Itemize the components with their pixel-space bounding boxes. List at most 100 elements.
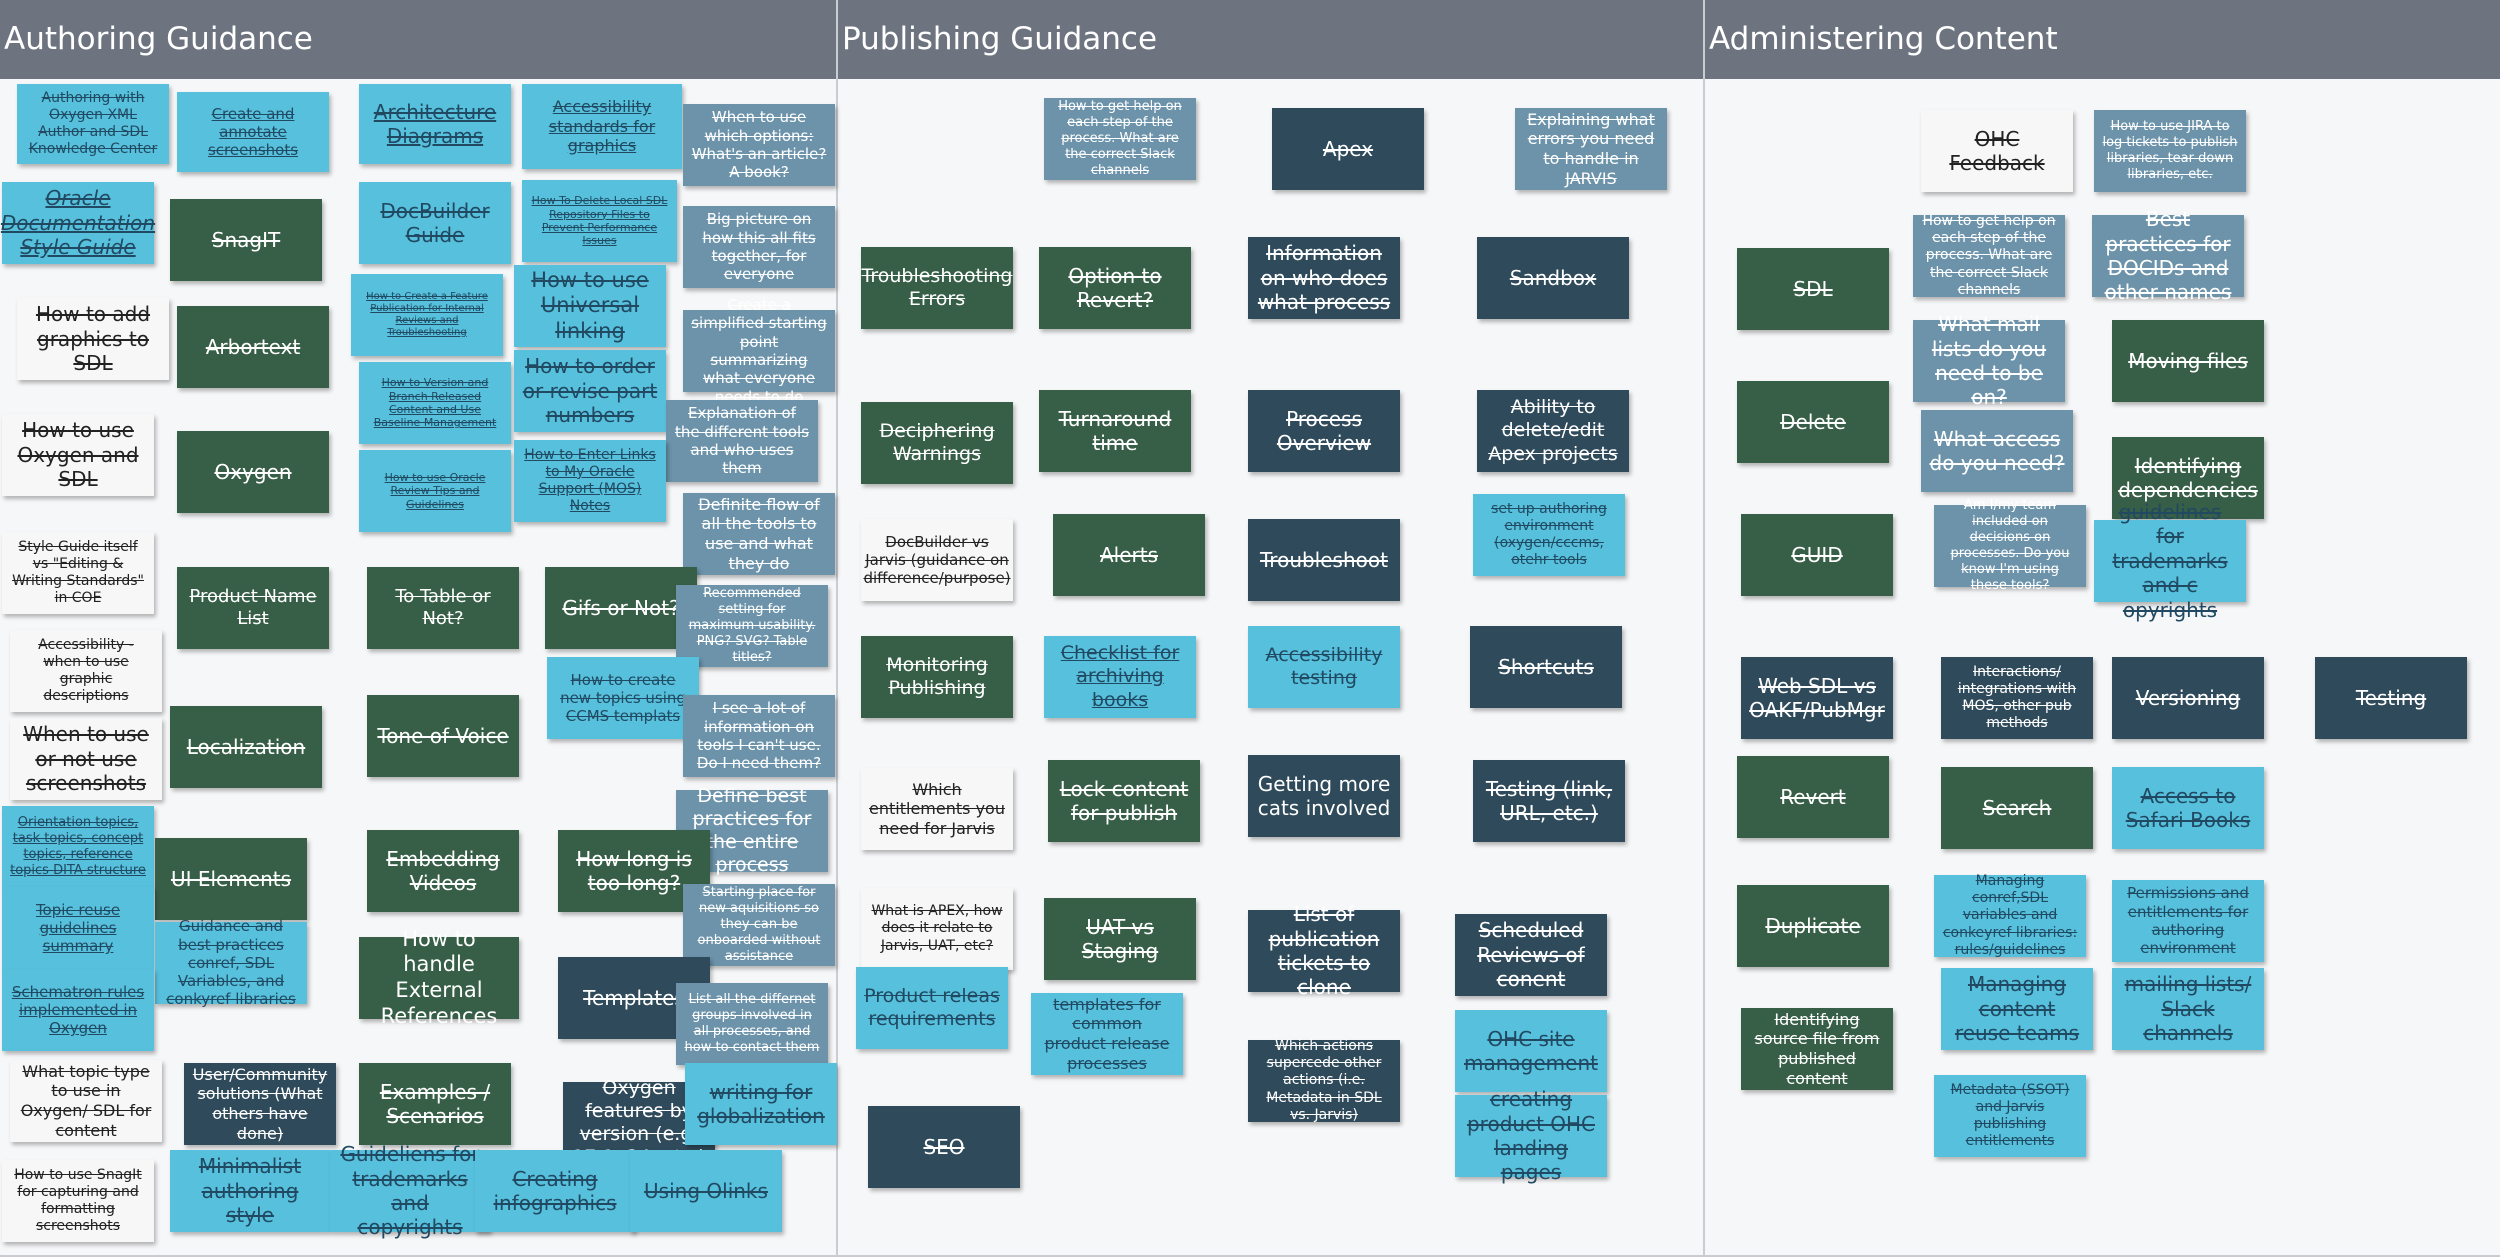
sticky-note[interactable]: Getting more cats involved <box>1248 755 1400 837</box>
sticky-note[interactable]: Arbortext <box>177 306 329 388</box>
sticky-note[interactable]: SDL <box>1737 248 1889 330</box>
sticky-note[interactable]: Delete <box>1737 381 1889 463</box>
sticky-note[interactable]: Managing content reuse teams <box>1941 968 2093 1050</box>
sticky-note[interactable]: Definite flow of all the tools to use an… <box>683 493 835 575</box>
sticky-note[interactable]: Embedding Videos <box>367 830 519 912</box>
sticky-note[interactable]: How to order or revise part numbers <box>514 350 666 432</box>
sticky-note[interactable]: List all the differnet groups involved i… <box>676 983 828 1065</box>
sticky-note[interactable]: How to use SnagIt for capturing and form… <box>2 1160 154 1242</box>
sticky-note[interactable]: How to add graphics to SDL <box>17 298 169 380</box>
sticky-note[interactable]: OHC Feedback <box>1921 110 2073 192</box>
sticky-note[interactable]: Authoring with Oxygen XML Author and SDL… <box>17 84 169 164</box>
sticky-note[interactable]: How To Delete Local SDL Repository Files… <box>522 180 677 262</box>
sticky-note[interactable]: Testing (link, URL, etc.) <box>1473 760 1625 842</box>
sticky-note[interactable]: Apex <box>1272 108 1424 190</box>
sticky-note[interactable]: Troubleshooting Errors <box>861 247 1013 329</box>
sticky-note[interactable]: Starting place for new aquisitions so th… <box>683 884 835 966</box>
sticky-note[interactable]: templates for common product release pro… <box>1031 993 1183 1075</box>
sticky-note[interactable]: Scheduled Reviews of conent <box>1455 914 1607 996</box>
sticky-note[interactable]: Process Overview <box>1248 390 1400 472</box>
sticky-note[interactable]: How to Version and Branch Released Conte… <box>359 362 511 444</box>
sticky-note[interactable]: How to Create a Feature Publication for … <box>351 274 503 356</box>
sticky-note[interactable]: Big picture on how this all fits togethe… <box>683 206 835 288</box>
sticky-note[interactable]: When to use which options: What's an art… <box>683 104 835 186</box>
sticky-note[interactable]: How to use Universal linking <box>514 265 666 347</box>
sticky-note[interactable]: Accessibility - when to use graphic desc… <box>10 630 162 712</box>
sticky-note[interactable]: Search <box>1941 767 2093 849</box>
sticky-note[interactable]: Schematron rules implemented in Oxygen <box>2 969 154 1051</box>
sticky-note[interactable]: Deciphering Warnings <box>861 402 1013 484</box>
sticky-note[interactable]: Recommended setting for maximum usabilit… <box>676 585 828 667</box>
sticky-note[interactable]: List of publication tickets to clone <box>1248 902 1400 999</box>
sticky-note[interactable]: How to use JIRA to log tickets to publis… <box>2094 110 2246 192</box>
sticky-note[interactable]: Alerts <box>1053 514 1205 596</box>
sticky-note[interactable]: Guidance and best practices conref, SDL … <box>155 917 307 1008</box>
sticky-note[interactable]: SEO <box>868 1106 1020 1188</box>
sticky-note[interactable]: How to use Oracle Review Tips and Guidel… <box>359 450 511 532</box>
sticky-note[interactable]: Localization <box>170 706 322 788</box>
sticky-note[interactable]: Metadata (SSOT) and Jarvis publishing en… <box>1934 1075 2086 1157</box>
sticky-note[interactable]: Managing conref,SDL variables and conkey… <box>1934 873 2086 958</box>
sticky-note[interactable]: Duplicate <box>1737 885 1889 967</box>
sticky-note[interactable]: I see a lot of information on tools I ca… <box>683 695 835 777</box>
sticky-note[interactable]: Ability to delete/edit Apex projects <box>1477 390 1629 472</box>
sticky-note[interactable]: DocBuilder Guide <box>359 182 511 264</box>
sticky-note[interactable]: Identifying source file from published c… <box>1741 1008 1893 1090</box>
sticky-note[interactable]: Guideliens for trademarks and copyrights <box>330 1142 490 1239</box>
sticky-note[interactable]: What is APEX, how does it relate to Jarv… <box>861 888 1013 970</box>
sticky-note[interactable]: UI Elements <box>155 838 307 920</box>
sticky-note[interactable]: Topic reuse guidelines summary <box>2 887 154 969</box>
sticky-note[interactable]: GUID <box>1741 514 1893 596</box>
sticky-note[interactable]: Option to Revert? <box>1039 247 1191 329</box>
sticky-note[interactable]: Checklist for archiving books <box>1044 636 1196 718</box>
sticky-note[interactable]: Product Name List <box>177 567 329 649</box>
sticky-note[interactable]: Accessibility standards for graphics <box>522 84 682 169</box>
sticky-note[interactable]: writing for globalization <box>685 1063 837 1145</box>
sticky-note[interactable]: Architecture Diagrams <box>359 84 511 164</box>
sticky-note[interactable]: How to use Oxygen and SDL <box>2 414 154 496</box>
sticky-note[interactable]: How to Enter Links to My Oracle Support … <box>514 440 666 522</box>
sticky-note[interactable]: Sandbox <box>1477 237 1629 319</box>
sticky-note[interactable]: Accessibility testing <box>1248 626 1400 708</box>
sticky-note[interactable]: How to handle External References <box>359 927 519 1028</box>
sticky-note[interactable]: Troubleshoot <box>1248 519 1400 601</box>
sticky-note[interactable]: creating product OHC landing pages <box>1455 1087 1607 1184</box>
sticky-note[interactable]: Best practices for DOCIDs and other name… <box>2092 207 2244 304</box>
sticky-note[interactable]: How to get help on each step of the proc… <box>1913 213 2065 298</box>
sticky-note[interactable]: Permissions and entitlements for authori… <box>2112 880 2264 962</box>
sticky-note[interactable]: Access to Safari Books <box>2112 767 2264 849</box>
sticky-note[interactable]: How to get help on each step of the proc… <box>1044 98 1196 180</box>
sticky-note[interactable]: Explanation of the different tools and w… <box>666 400 818 482</box>
sticky-note[interactable]: Am I/my team included on decisions on pr… <box>1934 498 2086 593</box>
sticky-note[interactable]: When to use or not use screenshots <box>10 718 162 800</box>
sticky-note[interactable]: User/Community solutions (What others ha… <box>184 1063 336 1145</box>
sticky-note[interactable]: guidelines for trademarks and c opyright… <box>2094 500 2246 622</box>
sticky-note[interactable]: Monitoring Publishing <box>861 636 1013 718</box>
sticky-note[interactable]: Moving files <box>2112 320 2264 402</box>
sticky-note[interactable]: UAT vs Staging <box>1044 898 1196 980</box>
sticky-note[interactable]: Which entitlements you need for Jarvis <box>861 768 1013 850</box>
sticky-note[interactable]: Interactions/ integrations with MOS, oth… <box>1941 657 2093 739</box>
sticky-note[interactable]: Revert <box>1737 756 1889 838</box>
sticky-note[interactable]: Versioning <box>2112 657 2264 739</box>
sticky-note[interactable]: Create a simplified starting point summa… <box>683 296 835 406</box>
sticky-note[interactable]: Testing <box>2315 657 2467 739</box>
sticky-note[interactable]: How long is too long? <box>558 830 710 912</box>
sticky-note[interactable]: Which actions supercede other actions (i… <box>1248 1038 1400 1123</box>
sticky-note[interactable]: Shortcuts <box>1470 626 1622 708</box>
sticky-note[interactable]: Minimalist authoring style <box>170 1150 330 1232</box>
sticky-note[interactable]: OHC site management <box>1455 1010 1607 1092</box>
sticky-note[interactable]: Information on who does what process <box>1248 237 1400 319</box>
sticky-note[interactable]: Creating infographics <box>475 1150 635 1232</box>
sticky-note[interactable]: Product releas requirements <box>856 967 1008 1049</box>
sticky-note[interactable]: Oracle Documentation Style Guide <box>1 182 155 264</box>
sticky-note[interactable]: Web SDL vs OAKF/PubMgr <box>1741 657 1893 739</box>
sticky-note[interactable]: What mail lists do you need to be on? <box>1913 312 2065 409</box>
sticky-note[interactable]: Turnaround time <box>1039 390 1191 472</box>
sticky-note[interactable]: How to create new topics using CCMS temp… <box>547 657 699 739</box>
sticky-note[interactable]: To Table or Not? <box>367 567 519 649</box>
sticky-note[interactable]: Explaining what errors you need to handl… <box>1515 108 1667 190</box>
sticky-note[interactable]: Gifs or Not? <box>545 567 697 649</box>
sticky-note[interactable]: DocBuilder vs Jarvis (guidance on differ… <box>861 519 1013 601</box>
sticky-note[interactable]: set up authoring environment (oxygen/ccc… <box>1473 494 1625 576</box>
